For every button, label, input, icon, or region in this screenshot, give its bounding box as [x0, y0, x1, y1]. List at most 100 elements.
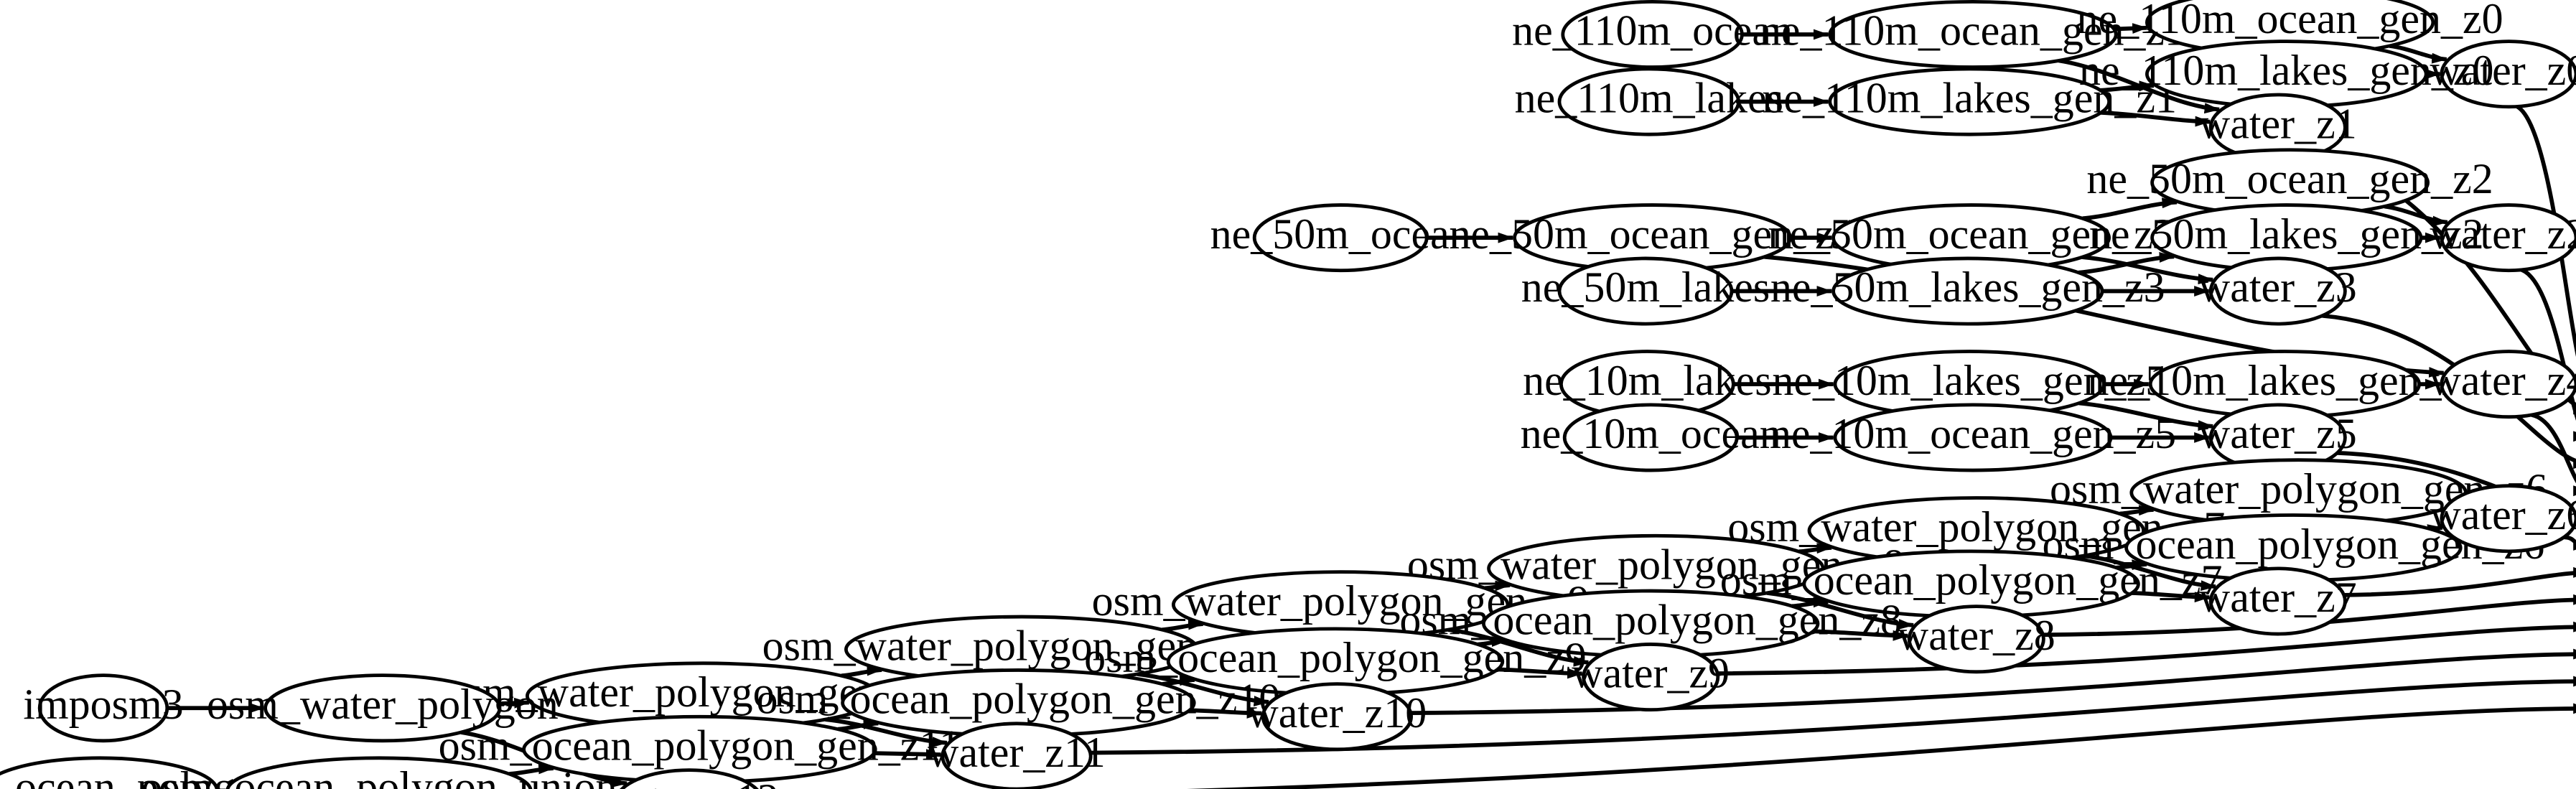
- graph-node-water_z3[interactable]: water_z3: [2199, 256, 2357, 326]
- node-ellipse: [2208, 566, 2347, 636]
- graph-node-ne_10m_lakes_gen_z5[interactable]: ne_10m_lakes_gen_z5: [1772, 350, 2167, 419]
- node-ellipse: [1831, 256, 2104, 326]
- graph-node-ne_50m_ocean[interactable]: ne_50m_ocean: [1210, 203, 1471, 273]
- graph-node-osm_ocean_polygon[interactable]: osm_ocean_polygon: [0, 756, 278, 789]
- node-label: water_z1: [2199, 100, 2357, 147]
- graph-edge-ne_50m_ocean_gen_z2-to-water_z2: [2384, 204, 2448, 227]
- node-label: osm_ocean_polygon_union: [141, 763, 617, 789]
- graph-node-water_z11[interactable]: water_z11: [928, 722, 1106, 789]
- graph-edge-ne_110m_ocean_gen_z1-to-ne_110m_ocean_gen_z0: [2114, 23, 2148, 34]
- graph-edge-osm_ocean_polygon_gen_z11-to-water_z11: [874, 749, 942, 760]
- graph-node-water_z1[interactable]: water_z1: [2199, 93, 2357, 162]
- graph-node-water_z0[interactable]: water_z0: [2430, 39, 2576, 109]
- graph-node-osm_ocean_polygon_gen_z7[interactable]: osm_ocean_polygon_gen_z7: [1720, 549, 2223, 619]
- graph-node-osm_ocean_polygon_gen_z9[interactable]: osm_ocean_polygon_gen_z9: [1084, 627, 1587, 696]
- graph-edge-osm_water_polygon_gen_z8-to-water_z8: [1766, 591, 1915, 630]
- graph-edge-osm_water_polygon_gen_z9-to-water_z9: [1447, 627, 1590, 667]
- node-ellipse: [941, 722, 1093, 789]
- graph-node-ne_50m_lakes_gen_z3[interactable]: ne_50m_lakes_gen_z3: [1770, 256, 2165, 326]
- graph-node-osm_water_polygon_gen_z7[interactable]: osm_water_polygon_gen_z7: [1727, 496, 2225, 566]
- graph-node-imposm3[interactable]: imposm3: [23, 673, 184, 743]
- node-ellipse: [2440, 39, 2576, 109]
- graph-node-ne_110m_lakes_gen_z1[interactable]: ne_110m_lakes_gen_z1: [1762, 67, 2177, 136]
- node-label: osm_ocean_polygon_gen_z11: [439, 722, 961, 770]
- graph-edge-water_z9-to-layer_water-z9: [1717, 621, 2576, 676]
- node-ellipse: [1907, 604, 2045, 674]
- graph-edge-osm_water_polygon_gen_z10-to-water_z10: [1137, 672, 1270, 706]
- graph-edge-water_z6-to-layer_water-z6: [2564, 535, 2576, 551]
- node-ellipse: [1828, 67, 2111, 136]
- graph-node-ne_110m_lakes[interactable]: ne_110m_lakes: [1515, 67, 1783, 136]
- graph-node-ne_50m_ocean_gen_z3[interactable]: ne_50m_ocean_gen_z3: [1768, 203, 2175, 273]
- graph-node-water_z7[interactable]: water_z7: [2199, 566, 2357, 636]
- node-label: water_z6: [2430, 491, 2576, 538]
- graph-edge-osm_ocean_polygon_gen_z10-to-water_z10: [1189, 707, 1263, 719]
- node-label: ne_110m_ocean_gen_z1: [1760, 7, 2186, 55]
- graph-node-osm_ocean_polygon_gen_z10[interactable]: osm_ocean_polygon_gen_z10: [757, 668, 1281, 738]
- graph-edge-ne_110m_ocean_gen_z0-to-water_z0: [2389, 44, 2447, 64]
- graph-node-water_z9[interactable]: water_z9: [1572, 643, 1730, 712]
- graph-node-ne_10m_lakes_gen_z4[interactable]: ne_10m_lakes_gen_z4: [2088, 350, 2483, 419]
- graph-edge-water_z2-to-layer_water-z2: [2520, 268, 2576, 442]
- graph-node-water_z6[interactable]: water_z6: [2430, 484, 2576, 554]
- graph-node-ne_10m_ocean_gen_z5[interactable]: ne_10m_ocean_gen_z5: [1770, 403, 2176, 472]
- node-label: water_z11: [928, 729, 1106, 776]
- node-label: osm_ocean_polygon_gen_z9: [1084, 634, 1587, 681]
- node-label: ne_110m_ocean_gen_z0: [2077, 0, 2503, 42]
- node-label: water_z3: [2199, 263, 2357, 311]
- node-label: ne_50m_ocean: [1210, 210, 1471, 258]
- graph-node-ne_110m_ocean_gen_z0[interactable]: ne_110m_ocean_gen_z0: [2077, 0, 2503, 57]
- node-label: water_z2: [2430, 210, 2576, 258]
- node-label: ne_10m_lakes_gen_z4: [2088, 357, 2483, 404]
- graph-node-ne_50m_ocean_gen_z4[interactable]: ne_50m_ocean_gen_z4: [1449, 203, 1856, 273]
- node-label: ne_10m_lakes: [1523, 357, 1772, 404]
- node-ellipse: [620, 768, 759, 789]
- graph-node-osm_ocean_polygon_gen_z6[interactable]: osm_ocean_polygon_gen_z6: [2043, 513, 2545, 583]
- graph-node-ne_50m_lakes_gen_z2[interactable]: ne_50m_lakes_gen_z2: [2089, 203, 2484, 273]
- node-ellipse: [1828, 0, 2118, 69]
- graph-edge-ne_110m_lakes_gen_z1-to-water_z1: [2101, 111, 2211, 127]
- node-ellipse: [263, 673, 502, 743]
- node-ellipse: [225, 756, 533, 789]
- graph-node-osm_ocean_polygon_gen_z11[interactable]: osm_ocean_polygon_gen_z11: [439, 714, 961, 784]
- graph-edge-ne_10m_lakes_gen_z5-to-water_z5: [2078, 401, 2214, 431]
- graph-node-water_z2[interactable]: water_z2: [2430, 203, 2576, 273]
- node-label: water_z0: [2430, 47, 2576, 94]
- node-label: water_z10: [1247, 689, 1427, 737]
- graph-node-osm_ocean_polygon_union[interactable]: osm_ocean_polygon_union: [141, 756, 617, 789]
- graph-node-ne_110m_lakes_gen_z0[interactable]: ne_110m_lakes_gen_z0: [2079, 39, 2494, 109]
- graph-node-ne_10m_ocean[interactable]: ne_10m_ocean: [1521, 403, 1781, 472]
- node-label: water_z7: [2199, 574, 2357, 621]
- node-ellipse: [1557, 256, 1734, 326]
- graph-node-ne_110m_ocean_gen_z1[interactable]: ne_110m_ocean_gen_z1: [1760, 0, 2186, 69]
- node-label: ne_50m_lakes: [1521, 263, 1770, 311]
- graph-edge-water_z7-to-layer_water-z7: [2343, 566, 2576, 597]
- graph-edge-water_z8-to-layer_water-z8: [2043, 594, 2576, 638]
- node-label: ne_110m_lakes: [1515, 74, 1783, 121]
- graph-node-water_z8[interactable]: water_z8: [1898, 604, 2055, 674]
- graph-node-water_z10[interactable]: water_z10: [1247, 682, 1427, 752]
- node-label: ne_110m_ocean: [1512, 7, 1793, 55]
- node-ellipse: [2440, 203, 2576, 273]
- graph-node-ne_50m_ocean_gen_z2[interactable]: ne_50m_ocean_gen_z2: [2086, 148, 2493, 218]
- node-label: ne_50m_lakes_gen_z3: [1770, 263, 2165, 311]
- node-label: ne_10m_ocean: [1521, 410, 1781, 457]
- graph-edge-ne_50m_lakes_gen_z3-to-ne_50m_lakes_gen_z2: [2078, 252, 2175, 275]
- graph-node-osm_water_polygon_gen_z6[interactable]: osm_water_polygon_gen_z6: [2050, 458, 2547, 528]
- graph-node-ne_50m_lakes[interactable]: ne_50m_lakes: [1521, 256, 1770, 326]
- node-label: water_z5: [2199, 410, 2357, 457]
- graph-node-osm_water_polygon[interactable]: osm_water_polygon: [207, 673, 559, 743]
- graph-edge-osm_ocean_polygon_gen_z7-to-water_z7: [2132, 591, 2211, 603]
- graph-edge-osm_water_polygon_gen_z11-to-water_z11: [825, 717, 948, 747]
- graph-node-water_z4[interactable]: water_z4: [2430, 350, 2576, 419]
- graph-node-water_z12[interactable]: water_z12: [599, 768, 779, 789]
- node-label: ne_50m_ocean_gen_z3: [1768, 210, 2174, 258]
- graph-edge-water_z12-to-layer_water-z12+: [1187, 703, 2576, 789]
- graph-edge-osm_ocean_polygon_gen_z9-to-water_z9: [1497, 667, 1583, 679]
- node-label: water_z8: [1898, 612, 2055, 659]
- graph-node-ne_110m_ocean[interactable]: ne_110m_ocean: [1512, 0, 1793, 69]
- graph-node-water_z5[interactable]: water_z5: [2199, 403, 2357, 472]
- node-ellipse: [37, 673, 169, 743]
